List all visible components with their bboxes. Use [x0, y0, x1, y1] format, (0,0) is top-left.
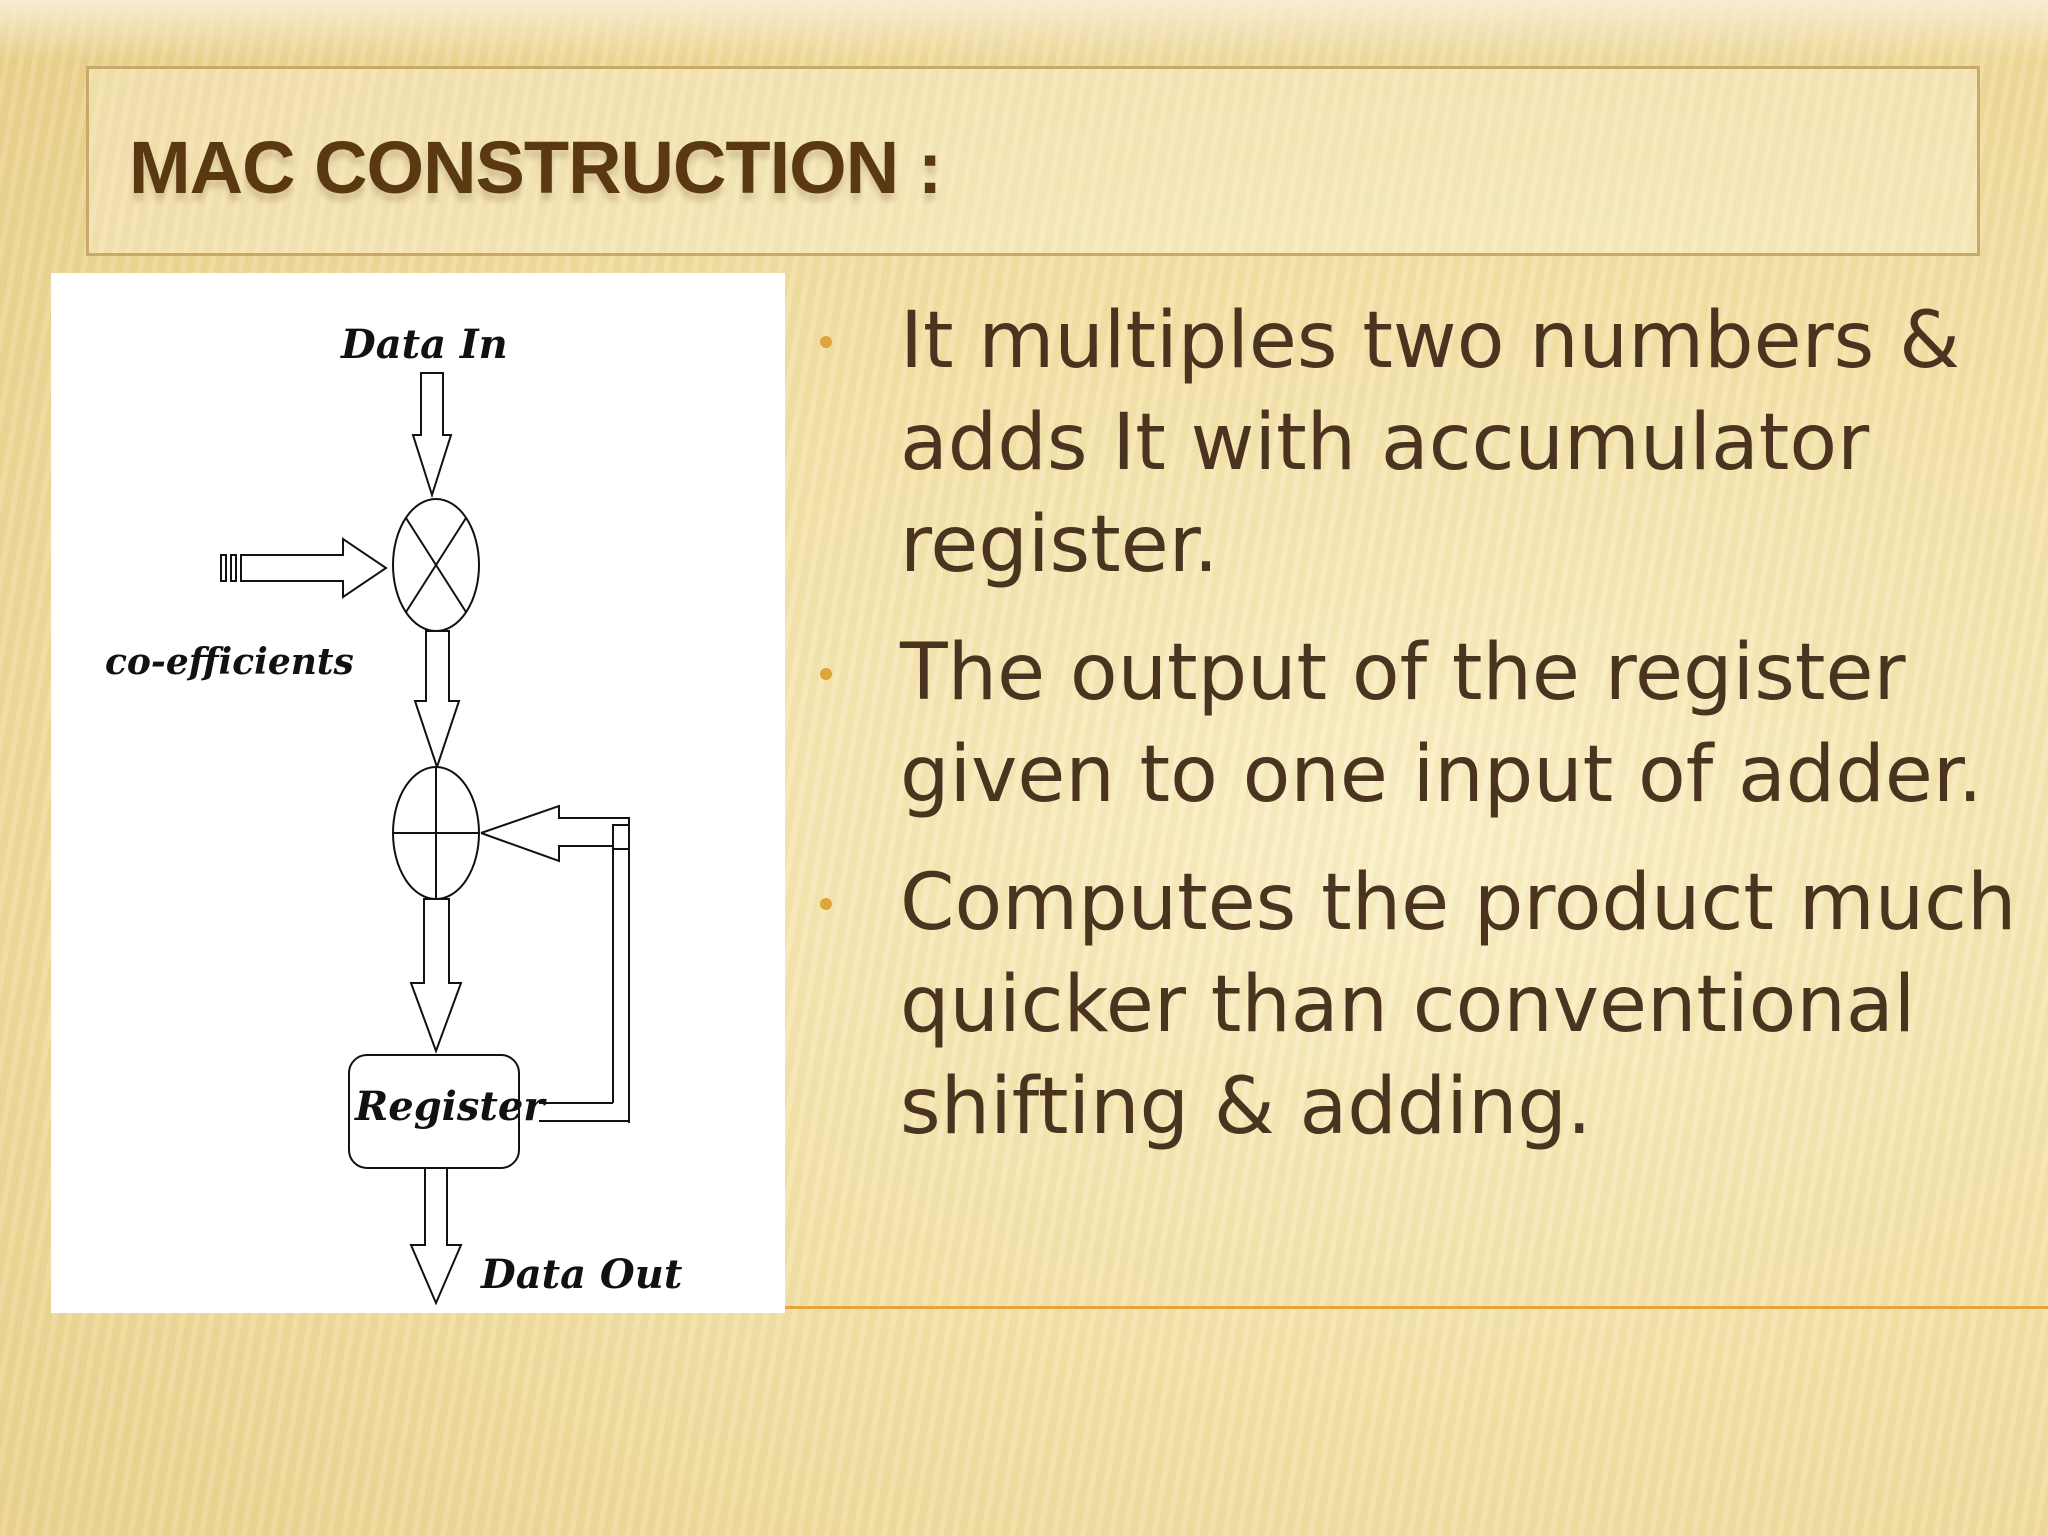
data-in-arrow	[411, 372, 453, 499]
data-out-label: Data Out	[481, 1251, 683, 1298]
slide-background	[0, 0, 2048, 60]
bullet-dot-icon	[820, 898, 832, 910]
register-label: Register	[355, 1083, 545, 1130]
data-out-arrow	[409, 1167, 463, 1306]
title-frame: MAC CONSTRUCTION :	[86, 66, 1980, 256]
bullet-item: Computes the product much quicker than c…	[820, 852, 2020, 1158]
bullet-text: It multiples two numbers & adds It with …	[900, 296, 1960, 590]
adder-to-register-arrow	[409, 898, 463, 1054]
slide-title: MAC CONSTRUCTION :	[129, 126, 942, 209]
multiplier-to-adder-arrow	[413, 630, 461, 771]
coefficients-arrow	[240, 537, 388, 599]
bullet-item: It multiples two numbers & adds It with …	[820, 290, 2020, 596]
data-in-label: Data In	[341, 321, 508, 368]
bullet-item: The output of the register given to one …	[820, 622, 2020, 826]
bullet-dot-icon	[820, 668, 832, 680]
bullet-text: The output of the register given to one …	[900, 628, 1983, 820]
coefficients-label: co-efficients	[105, 641, 354, 683]
bullet-list: It multiples two numbers & adds It with …	[820, 290, 2020, 1184]
footer-divider	[785, 1306, 2048, 1309]
bullet-text: Computes the product much quicker than c…	[900, 858, 2017, 1152]
bullet-dot-icon	[820, 336, 832, 348]
mac-diagram: Data In co-efficients Register Data Out	[51, 273, 785, 1313]
mac-diagram-drawing	[220, 372, 641, 1313]
